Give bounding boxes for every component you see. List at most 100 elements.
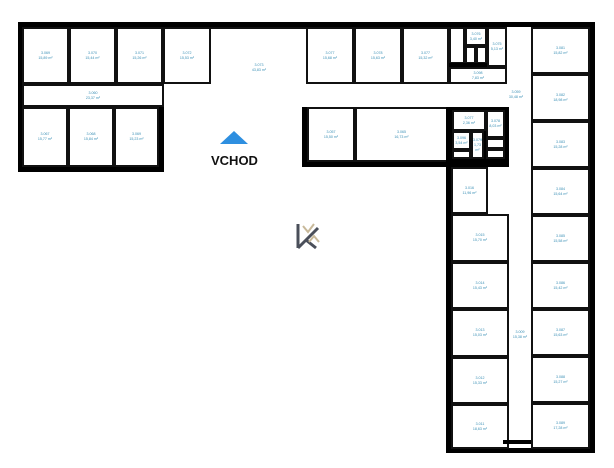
room-number: 3.077 xyxy=(464,115,474,120)
room-area: 1,73 m² xyxy=(474,142,481,152)
wing-wall-left xyxy=(446,160,451,452)
room-area: 15,77 m² xyxy=(37,137,53,141)
room-area: 15,82 m² xyxy=(553,50,568,55)
room-area: 7,83 m² xyxy=(471,75,485,80)
room-small-e[interactable] xyxy=(486,149,505,159)
room-number: 3.014 xyxy=(475,280,485,285)
room-number: 3.087 xyxy=(556,327,565,332)
room-number: 3.078 xyxy=(373,50,383,55)
wing-wall-bottom xyxy=(446,448,595,453)
room-area: 23,37 m² xyxy=(85,95,101,100)
room-number: 3.069 xyxy=(132,132,141,136)
room-area: 15,42 m² xyxy=(553,285,568,290)
room-area: 15,64 m² xyxy=(553,191,568,196)
room-area: 2,36 m² xyxy=(462,120,476,125)
room-number: 3.060 xyxy=(88,90,98,95)
room-number: 3.011 xyxy=(475,421,485,426)
room-area: 15,23 m² xyxy=(129,137,144,141)
outer-wall-right xyxy=(590,22,595,452)
outer-wall-top-right xyxy=(500,22,595,27)
room-area: 15,58 m² xyxy=(553,238,568,243)
room-number: 3.081 xyxy=(556,45,565,50)
outer-wall-top xyxy=(18,22,506,27)
room-area: 15,70 m² xyxy=(472,238,488,242)
room-number: 3.057 xyxy=(326,129,336,134)
room-area: 15,43 m² xyxy=(472,285,488,290)
room-area: 18,63 m² xyxy=(472,426,488,431)
room-area: 15,63 m² xyxy=(370,55,386,60)
room-area: 15,68 m² xyxy=(322,55,338,60)
room-small-d[interactable] xyxy=(486,138,505,149)
k-logo-icon xyxy=(296,223,320,250)
room-number: 3.072 xyxy=(182,50,192,55)
room-number: 3.084 xyxy=(556,186,565,191)
room-number: 3.016 xyxy=(465,185,474,190)
room-area: 30,48 m² xyxy=(508,95,524,99)
room-shaft-a[interactable] xyxy=(449,27,465,64)
room-number: 3.013 xyxy=(475,328,485,332)
room-area: 15,28 m² xyxy=(553,144,568,149)
room-number: 3.082 xyxy=(556,92,565,97)
room-area: 15,53 m² xyxy=(179,55,195,60)
room-small-a[interactable] xyxy=(465,46,476,64)
room-number: 3.086 xyxy=(556,280,565,285)
room-number: 3.073 xyxy=(254,63,264,67)
room-area: 18,98 m² xyxy=(553,97,568,102)
room-small-c[interactable] xyxy=(452,150,471,159)
room-area: 15,84 m² xyxy=(83,137,99,141)
room-number: 3.096 xyxy=(457,135,466,140)
room-number: 3.015 xyxy=(475,233,485,237)
room-number: 3.012 xyxy=(475,375,485,380)
room-area: 15,27 m² xyxy=(553,379,568,384)
room-number: 3.098 xyxy=(473,70,483,75)
entrance-arrow-icon xyxy=(220,131,248,144)
room-small-b[interactable] xyxy=(476,46,487,64)
outer-wall-left xyxy=(18,22,22,172)
inner-wall-left xyxy=(302,107,307,167)
room-number: 3.068 xyxy=(86,132,96,136)
room-area: 15,50 m² xyxy=(323,134,339,139)
room-number: 3.069 xyxy=(41,50,50,55)
room-area: 5,13 m² xyxy=(490,47,504,51)
room-area: 15,26 m² xyxy=(132,55,147,60)
room-area: 15,33 m² xyxy=(472,380,488,385)
